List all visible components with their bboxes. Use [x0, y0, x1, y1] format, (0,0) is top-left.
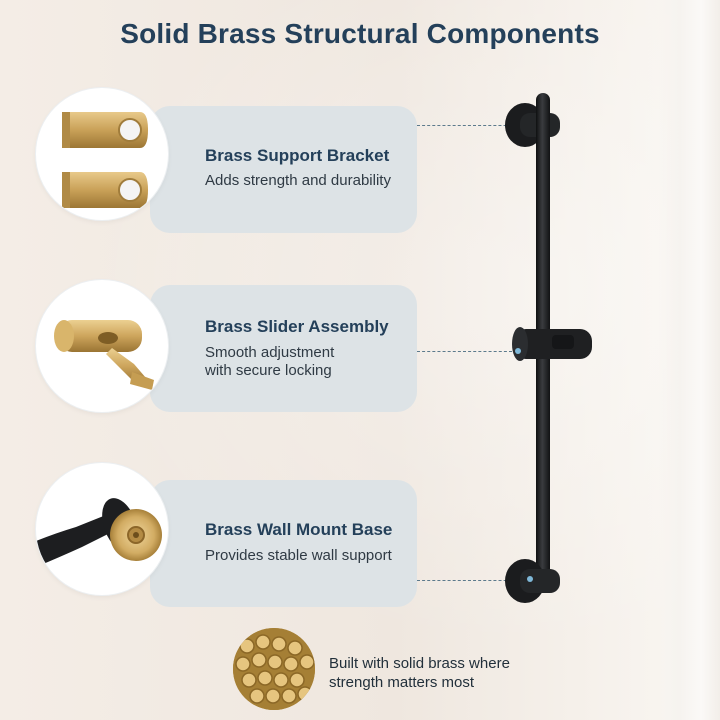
- footer-note: Built with solid brass where strength ma…: [329, 654, 510, 692]
- brass-support-bracket-icon: [36, 88, 168, 220]
- feature-desc-slider-assembly-line1: Smooth adjustment: [205, 344, 335, 361]
- footer-line-1: Built with solid brass where: [329, 655, 510, 672]
- brass-slider-assembly-icon: [36, 280, 168, 412]
- feature-panel-support-bracket: [150, 106, 417, 233]
- feature-panel-wall-mount-base: [150, 480, 417, 607]
- feature-desc-wall-mount-base: Provides stable wall support: [205, 547, 392, 564]
- feature-panel-slider-assembly: [150, 285, 417, 412]
- footer-line-2: strength matters most: [329, 674, 475, 691]
- feature-title-support-bracket: Brass Support Bracket: [205, 146, 390, 165]
- leader-line-support-bracket: [417, 125, 532, 126]
- feature-title-slider-assembly: Brass Slider Assembly: [205, 317, 389, 336]
- leader-line-wall-mount-base: [417, 580, 527, 581]
- leader-line-slider-assembly: [417, 351, 512, 352]
- brass-rods-icon: [233, 628, 315, 710]
- slide-bar-image: [505, 93, 592, 603]
- feature-desc-slider-assembly-line2: with secure locking: [205, 362, 332, 379]
- feature-desc-support-bracket: Adds strength and durability: [205, 172, 391, 189]
- brass-wall-mount-base-icon: [36, 463, 168, 595]
- curtain-edge: [658, 0, 720, 720]
- page-title: Solid Brass Structural Components: [120, 18, 600, 49]
- feature-title-wall-mount-base: Brass Wall Mount Base: [205, 520, 393, 539]
